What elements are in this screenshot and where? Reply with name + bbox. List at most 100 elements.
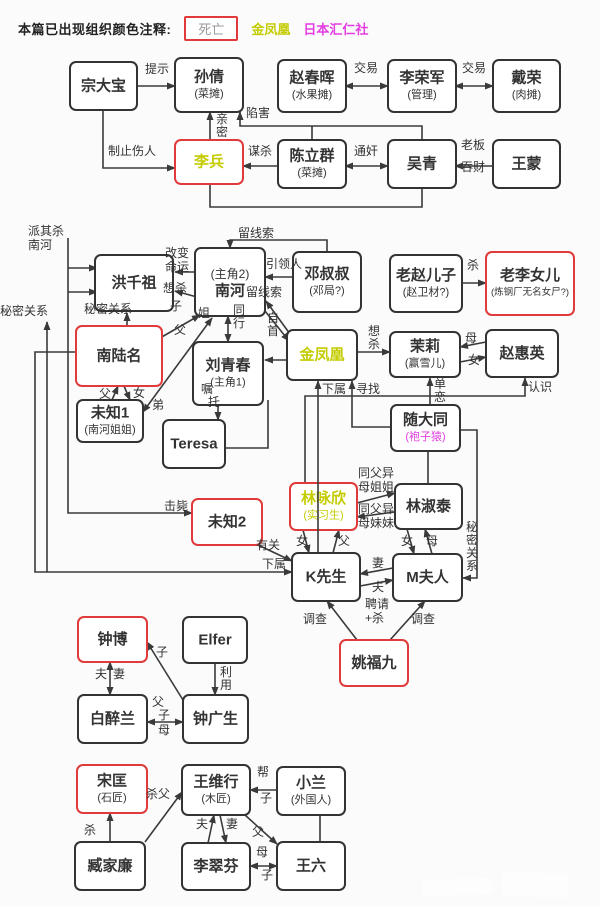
node-label: 邓叔叔 <box>304 265 350 283</box>
node-wang-liu: 王六 <box>276 841 346 891</box>
relation-edge <box>144 791 183 843</box>
edge-label: 同行 <box>233 303 245 330</box>
node-sublabel: (木匠) <box>201 792 230 805</box>
relation-edge <box>389 600 426 641</box>
edge-label: 交易 <box>462 60 486 75</box>
edge-label: 女 <box>296 533 308 548</box>
relation-edge <box>34 351 293 576</box>
edge-label: 父 <box>252 825 264 839</box>
edge-label: 母 <box>465 331 477 345</box>
node-label: 戴荣 <box>511 69 542 87</box>
node-label: 赵春晖 <box>288 69 334 87</box>
node-label: 钟博 <box>97 630 127 648</box>
relation-edge <box>304 377 529 483</box>
node-yao-fujiu: 姚福九 <box>339 639 409 687</box>
edge-label: 子 <box>156 645 168 659</box>
relation-edge <box>236 111 423 140</box>
relation-edge <box>302 529 311 554</box>
node-box <box>76 399 144 443</box>
node-sublabel: (邓局?) <box>309 284 344 297</box>
node-label: 钟广生 <box>193 710 238 728</box>
node-lin-yongxin: 林咏欣(实习生) <box>289 482 358 531</box>
node-wang-weixing: 王维行(木匠) <box>181 764 251 816</box>
node-zhong-guangsheng: 钟广生 <box>182 694 249 744</box>
node-label: 李兵 <box>193 153 224 171</box>
relation-edge <box>226 239 328 252</box>
edge-label: 引领人 <box>266 257 302 271</box>
node-label: 赵惠英 <box>498 344 545 362</box>
edge-label: 认识 <box>528 380 552 394</box>
edge-label: 夫 <box>196 817 208 831</box>
relation-edge <box>244 814 278 845</box>
edge-label: 交易 <box>354 60 378 75</box>
edge-label: 寻找 <box>356 382 380 396</box>
node-sun-qian: 孙倩(菜摊) <box>174 57 244 113</box>
node-li-cuifen: 李翠芬 <box>181 842 251 891</box>
node-box <box>182 616 248 664</box>
node-label: 姚福九 <box>350 654 396 672</box>
edge-label: 同父异母妹妹 <box>358 502 394 530</box>
node-box <box>291 552 361 602</box>
edge-label: 提示 <box>145 61 169 76</box>
node-label: 茉莉 <box>410 337 440 355</box>
edge-label: 击毙 <box>164 499 188 513</box>
node-label: 洪千祖 <box>111 274 156 292</box>
edge-label: 父 <box>174 323 186 337</box>
edge-label: 调查 <box>303 612 327 626</box>
node-label: 林咏欣 <box>301 489 347 507</box>
legend-title: 本篇已出现组织颜色注释: <box>18 22 172 37</box>
node-label: 林淑泰 <box>406 497 452 515</box>
node-box <box>181 842 251 891</box>
edge-label: 陷害 <box>246 105 270 120</box>
edge-label: 杀 <box>467 257 479 272</box>
node-box <box>69 61 138 111</box>
node-label: M夫人 <box>406 568 449 586</box>
node-liu-qingchun: 刘青春(主角1) <box>192 341 264 406</box>
relation-edge <box>356 511 396 520</box>
node-label: 陈立群 <box>289 147 334 165</box>
node-box <box>492 59 561 113</box>
node-weizhi1: 未知1(南河姐姐) <box>76 399 144 443</box>
node-box <box>174 139 244 185</box>
edge-label: 杀 <box>84 822 96 837</box>
relation-edge <box>67 238 193 517</box>
node-label: 臧家廉 <box>87 857 132 875</box>
relation-edge <box>174 289 198 298</box>
node-box <box>339 639 409 687</box>
node-label: K先生 <box>306 568 347 586</box>
edge-label: 秘密关系 <box>0 303 48 318</box>
node-sublabel: (赢雪儿) <box>405 356 445 370</box>
node-box <box>394 483 463 530</box>
edge-label: 子 <box>170 299 182 313</box>
node-box <box>276 841 346 891</box>
edge-label: 想杀 <box>368 323 380 351</box>
edge-label: 利用 <box>220 665 232 692</box>
node-deng-shushu: 邓叔叔(邓局?) <box>292 251 362 313</box>
edge-label: 子 <box>158 708 170 722</box>
relation-edge <box>219 814 228 844</box>
relation-edge <box>257 544 293 562</box>
edge-label: 调查 <box>411 612 435 626</box>
relation-edge <box>264 310 290 342</box>
node-sublabel: (肉摊) <box>512 87 541 101</box>
node-box <box>390 404 461 452</box>
node-box <box>74 841 146 891</box>
node-label: 未知1 <box>90 404 129 422</box>
node-sublabel: (南河姐姐) <box>84 422 135 436</box>
edge-label: 子 <box>261 868 273 882</box>
edge-label: 夫 <box>95 667 107 681</box>
node-box <box>289 482 358 531</box>
node-box <box>77 616 148 663</box>
node-box <box>162 419 226 469</box>
node-bai-zuilan: 白醉兰 <box>77 694 148 744</box>
node-song-kuang: 宋匡(石匠) <box>76 764 148 814</box>
edges-layer <box>34 82 529 870</box>
edge-label: 聘请+杀 <box>365 597 389 625</box>
node-label: 宋匡 <box>96 772 127 790</box>
relation-edge <box>265 300 291 335</box>
relation-edge <box>406 528 416 555</box>
relation-edge <box>423 528 433 555</box>
node-sublabel: (袍子猿) <box>405 429 445 443</box>
